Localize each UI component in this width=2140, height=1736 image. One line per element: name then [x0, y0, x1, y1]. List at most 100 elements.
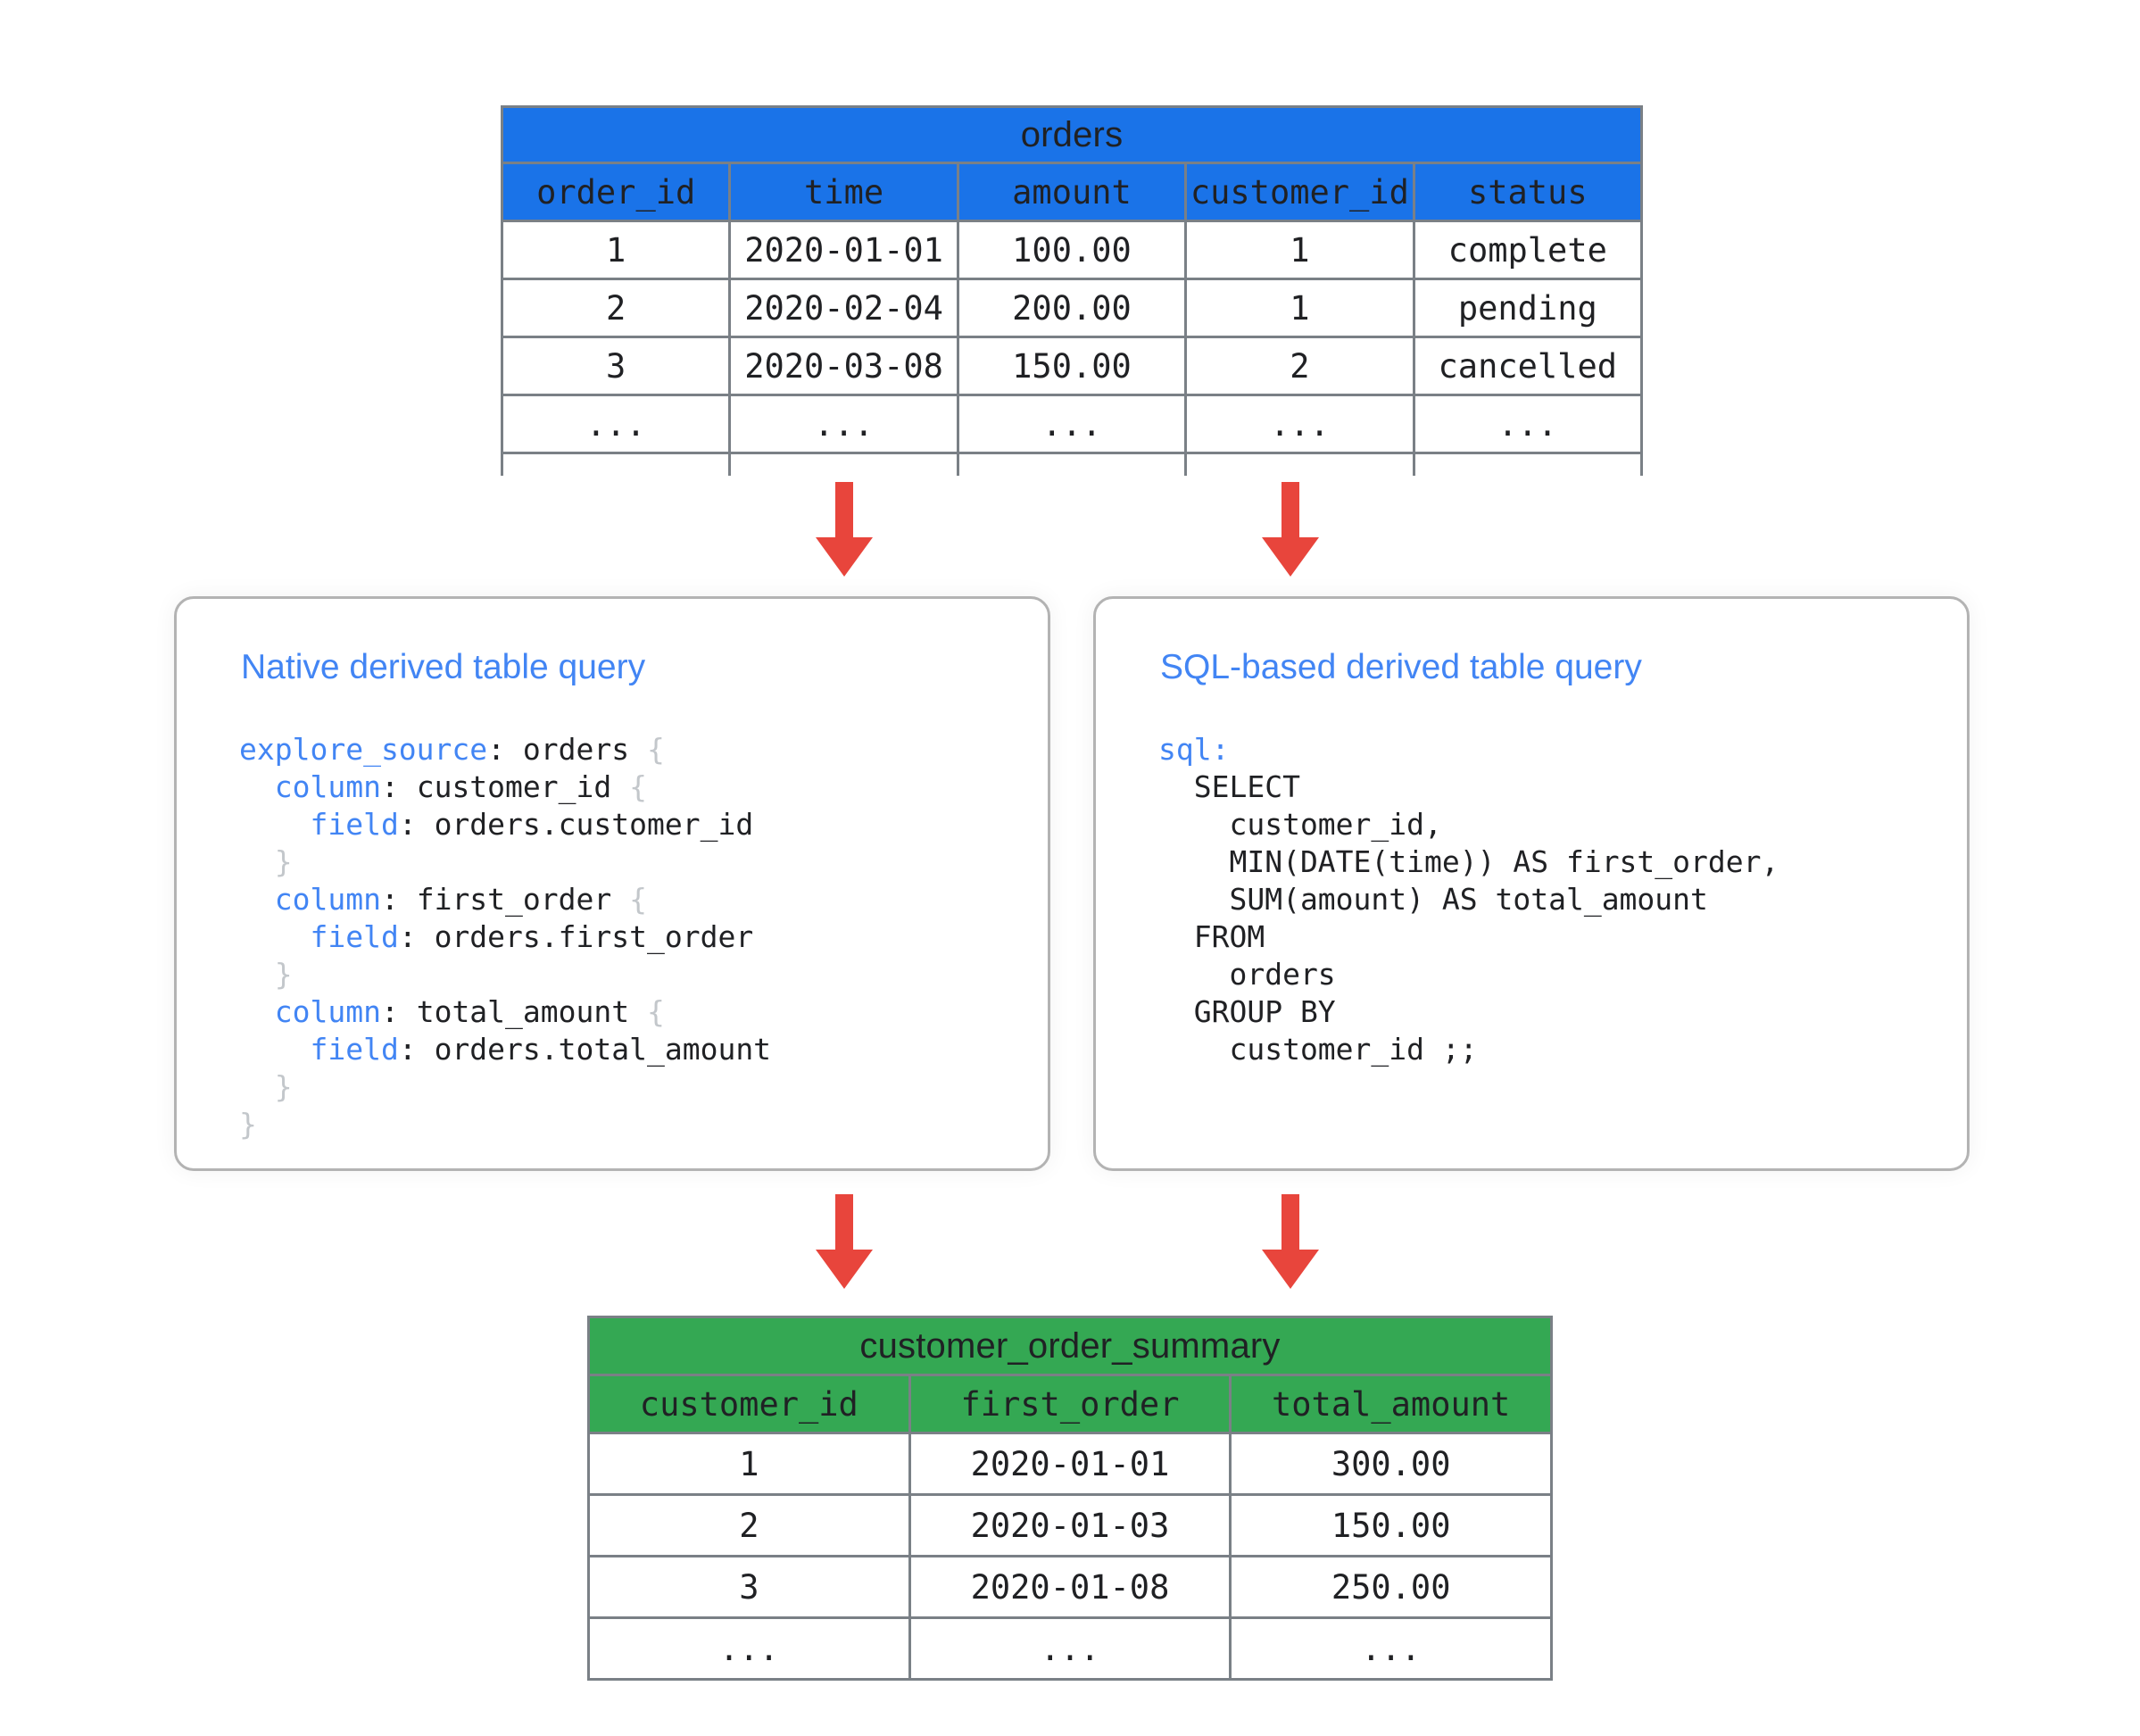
- native-code-token: field: [310, 1032, 399, 1067]
- native-code-line: explore_source: orders {: [239, 731, 1026, 768]
- native-code-token: : orders: [487, 732, 647, 767]
- native-code-token: }: [274, 844, 293, 879]
- sql-code-line: SELECT: [1158, 768, 1945, 806]
- sql-code-line: orders: [1158, 956, 1945, 993]
- orders-table-ellipsis-row: ... ... ... ... ...: [500, 394, 1644, 454]
- summary-cell-total-amount: 250.00: [1229, 1555, 1553, 1619]
- summary-cell-customer-id: 2: [587, 1493, 911, 1557]
- native-panel-code-block: explore_source: orders { column : custome…: [239, 731, 1026, 1143]
- native-code-line: field: orders.total_amount: [239, 1031, 1026, 1068]
- native-code-token: [239, 807, 310, 842]
- sql-code-token: GROUP BY: [1158, 994, 1336, 1029]
- sql-code-token: customer_id,: [1158, 807, 1442, 842]
- native-code-line: }: [239, 1106, 1026, 1143]
- summary-cell-first-order: ...: [908, 1616, 1232, 1681]
- native-code-token: : orders.first_order: [398, 919, 754, 954]
- summary-column-header-total-amount: total_amount: [1229, 1374, 1553, 1434]
- orders-cell-time: ...: [728, 394, 959, 454]
- summary-cell-total-amount: 150.00: [1229, 1493, 1553, 1557]
- summary-cell-first-order: 2020-01-01: [908, 1432, 1232, 1496]
- native-code-token: explore_source: [239, 732, 488, 767]
- native-code-token: : orders.total_amount: [398, 1032, 772, 1067]
- native-code-line: column: total_amount {: [239, 993, 1026, 1031]
- summary-column-header-first-order: first_order: [908, 1374, 1232, 1434]
- orders-clipped-cell: [500, 452, 732, 476]
- summary-table-body: customer_order_summary customer_id first…: [587, 1316, 1553, 1681]
- orders-cell-customer-id: 1: [1184, 220, 1415, 280]
- sql-code-token: SELECT: [1158, 769, 1300, 804]
- down-arrow-icon-orders-to-native: [816, 482, 873, 577]
- summary-column-header-customer-id: customer_id: [587, 1374, 911, 1434]
- sql-code-token: customer_id ;;: [1158, 1032, 1478, 1067]
- summary-cell-first-order: 2020-01-08: [908, 1555, 1232, 1619]
- orders-column-header-customer-id: customer_id: [1184, 162, 1415, 222]
- sql-code-token: orders: [1158, 957, 1336, 992]
- orders-cell-amount: 100.00: [956, 220, 1188, 280]
- native-code-line: }: [239, 843, 1026, 881]
- native-code-token: {: [646, 732, 665, 767]
- orders-table-row: 2 2020-02-04 200.00 1 pending: [500, 278, 1644, 338]
- orders-clipped-cell: [956, 452, 1188, 476]
- sql-code-token: sql: [1158, 732, 1212, 767]
- sql-code-line: customer_id,: [1158, 806, 1945, 843]
- orders-table-row: 3 2020-03-08 150.00 2 cancelled: [500, 336, 1644, 396]
- sql-code-line: MIN(DATE(time)) AS first_order,: [1158, 843, 1945, 881]
- native-code-token: [239, 957, 275, 992]
- native-code-token: {: [629, 882, 647, 917]
- sql-code-line: customer_id ;;: [1158, 1031, 1945, 1068]
- sql-code-token: FROM: [1158, 919, 1265, 954]
- orders-table-row: 1 2020-01-01 100.00 1 complete: [500, 220, 1644, 280]
- native-code-token: field: [310, 919, 399, 954]
- down-arrow-icon-orders-to-sql: [1262, 482, 1319, 577]
- native-code-line: }: [239, 1068, 1026, 1106]
- sql-code-token: :: [1211, 732, 1230, 767]
- native-code-token: : orders.customer_id: [398, 807, 754, 842]
- orders-cell-order-id: ...: [500, 394, 732, 454]
- native-code-token: [239, 919, 310, 954]
- sql-derived-table-panel: SQL-based derived table query sql: SELEC…: [1093, 596, 1970, 1171]
- native-panel-title: Native derived table query: [241, 648, 646, 686]
- summary-cell-customer-id: 3: [587, 1555, 911, 1619]
- native-code-token: : total_amount: [380, 994, 647, 1029]
- customer-order-summary-table: customer_order_summary customer_id first…: [587, 1316, 1553, 1681]
- orders-cell-time: 2020-03-08: [728, 336, 959, 396]
- native-code-token: : first_order: [380, 882, 630, 917]
- orders-cell-status: complete: [1412, 220, 1644, 280]
- orders-cell-status: pending: [1412, 278, 1644, 338]
- summary-table-row: 1 2020-01-01 300.00: [587, 1432, 1553, 1496]
- native-code-token: {: [646, 994, 665, 1029]
- native-code-token: }: [274, 957, 293, 992]
- orders-cell-order-id: 1: [500, 220, 732, 280]
- summary-cell-total-amount: 300.00: [1229, 1432, 1553, 1496]
- native-code-token: column: [274, 882, 381, 917]
- sql-code-line: sql:: [1158, 731, 1945, 768]
- orders-cell-order-id: 2: [500, 278, 732, 338]
- summary-table-ellipsis-row: ... ... ...: [587, 1616, 1553, 1681]
- sql-panel-code-block: sql: SELECT customer_id, MIN(DATE(time))…: [1158, 731, 1945, 1068]
- summary-table-header-row: customer_id first_order total_amount: [587, 1374, 1553, 1434]
- native-code-token: [239, 1069, 275, 1104]
- summary-cell-total-amount: ...: [1229, 1616, 1553, 1681]
- orders-column-header-amount: amount: [956, 162, 1188, 222]
- orders-clipped-cell: [728, 452, 959, 476]
- native-code-token: [239, 994, 275, 1029]
- native-derived-table-panel: Native derived table query explore_sourc…: [174, 596, 1050, 1171]
- native-code-line: column: first_order {: [239, 881, 1026, 918]
- sql-code-token: SUM(amount) AS total_amount: [1158, 882, 1708, 917]
- orders-column-header-time: time: [728, 162, 959, 222]
- down-arrow-icon-native-to-summary: [816, 1194, 873, 1289]
- orders-table-header-row: order_id time amount customer_id status: [500, 162, 1644, 222]
- orders-table-title: orders: [501, 105, 1643, 164]
- native-code-token: : customer_id: [380, 769, 630, 804]
- orders-clipped-cell: [1184, 452, 1415, 476]
- orders-table-title-row: orders: [501, 105, 1643, 164]
- orders-cell-status: cancelled: [1412, 336, 1644, 396]
- native-code-token: [239, 1032, 310, 1067]
- sql-code-line: FROM: [1158, 918, 1945, 956]
- sql-code-line: GROUP BY: [1158, 993, 1945, 1031]
- orders-cell-customer-id: 1: [1184, 278, 1415, 338]
- orders-cell-time: 2020-01-01: [728, 220, 959, 280]
- native-code-line: }: [239, 956, 1026, 993]
- native-code-token: column: [274, 994, 381, 1029]
- summary-table-row: 2 2020-01-03 150.00: [587, 1493, 1553, 1557]
